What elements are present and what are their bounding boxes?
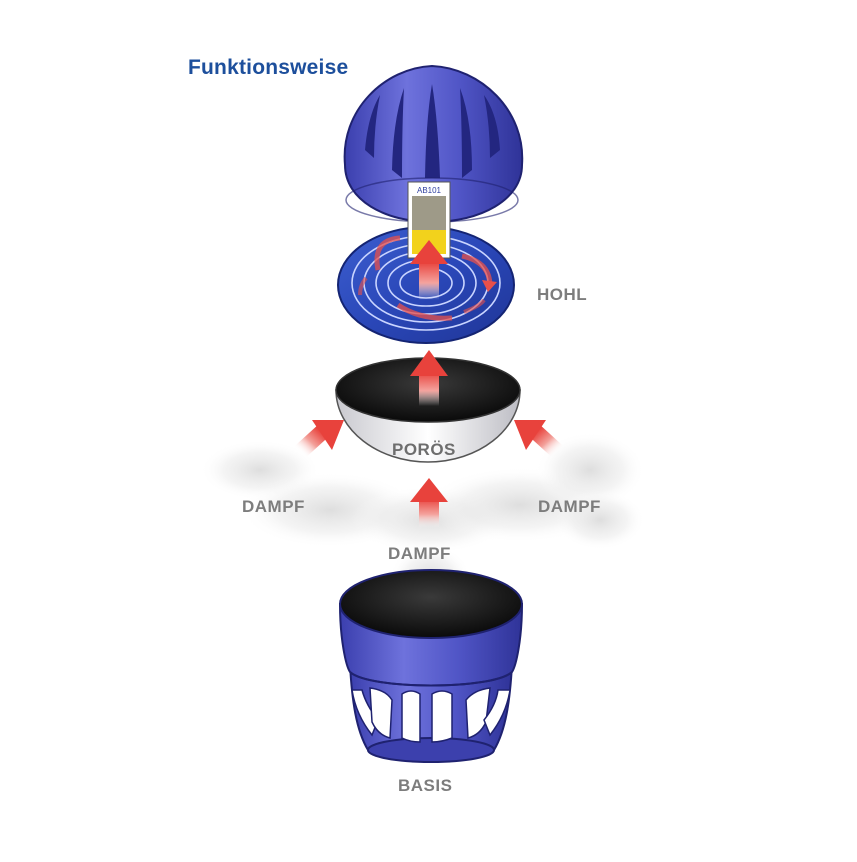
- arrow-up-icon: [294, 420, 344, 458]
- arrow-up-icon: [514, 420, 564, 458]
- label-dampf-right: DAMPF: [538, 497, 601, 516]
- label-dampf-left: DAMPF: [242, 497, 305, 516]
- label-basis: BASIS: [398, 776, 453, 795]
- label-dampf-center: DAMPF: [388, 544, 451, 563]
- circulation-arrows: [358, 235, 497, 321]
- arrow-up-icon: [410, 478, 448, 528]
- wick-chip: [407, 181, 451, 259]
- page-title: Funktionsweise: [188, 56, 349, 79]
- arrow-up-icon: [410, 350, 448, 406]
- basis-base: [338, 569, 524, 763]
- chip-code-label: AB101: [416, 186, 442, 195]
- label-poros: PORÖS: [392, 440, 456, 459]
- label-hohl: HOHL: [537, 285, 588, 304]
- arrow-up-icon: [410, 240, 448, 300]
